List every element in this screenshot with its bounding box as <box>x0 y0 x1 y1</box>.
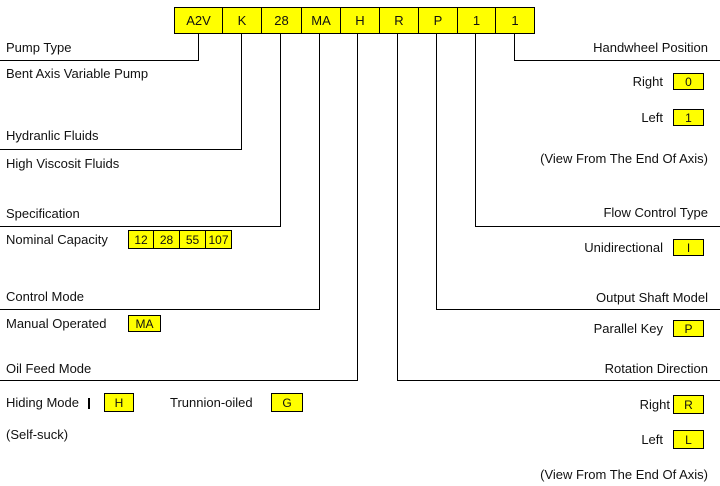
handwheel-note: (View From The End Of Axis) <box>540 151 708 166</box>
capacity-option: 12 <box>129 231 154 248</box>
oil-opt1-code-box: H <box>104 393 134 412</box>
code-shaft: P <box>419 8 458 33</box>
rotation-left-code: L <box>673 430 704 449</box>
connector-oil-v <box>357 33 358 380</box>
oil-opt2-code-box: G <box>271 393 303 412</box>
control-value: Manual Operated <box>6 316 107 331</box>
capacity-options: 12 28 55 107 <box>128 230 232 249</box>
code-handwheel: 1 <box>496 8 534 33</box>
connector-rotation-h <box>397 380 720 381</box>
handwheel-left-code: 1 <box>673 109 704 126</box>
code-rotation: R <box>380 8 419 33</box>
oil-opt1-note: (Self-suck) <box>6 427 69 442</box>
shaft-code: P <box>673 320 704 337</box>
connector-fluids-v <box>241 33 242 149</box>
connector-pump-type-h <box>0 60 199 61</box>
connector-fluids-h <box>0 149 242 150</box>
connector-shaft-v <box>436 33 437 309</box>
control-code-box: MA <box>128 315 161 332</box>
cursor-mark <box>88 398 90 409</box>
code-fluids: K <box>223 8 262 33</box>
rotation-right: Right <box>639 397 670 412</box>
rotation-note: (View From The End Of Axis) <box>540 467 708 482</box>
capacity-option: 107 <box>206 231 231 248</box>
oil-opt2: Trunnion-oiled <box>170 395 253 410</box>
connector-rotation-v <box>397 33 398 380</box>
code-pump-type: A2V <box>175 8 223 33</box>
connector-handwheel-h <box>514 60 720 61</box>
connector-oil-h <box>0 380 358 381</box>
connector-flow-h <box>475 226 720 227</box>
code-flow: 1 <box>458 8 496 33</box>
flow-code: I <box>673 239 704 256</box>
model-code-row: A2V K 28 MA H R P 1 1 <box>174 7 535 34</box>
handwheel-right: Right <box>632 74 663 89</box>
fluids-value: High Viscosit Fluids <box>6 156 120 171</box>
connector-shaft-h <box>436 309 720 310</box>
rotation-label: Rotation Direction <box>604 361 708 376</box>
rotation-left: Left <box>641 432 663 447</box>
handwheel-label: Handwheel Position <box>593 40 708 55</box>
shaft-value: Parallel Key <box>593 321 663 336</box>
connector-spec-h <box>0 226 281 227</box>
pump-type-value: Bent Axis Variable Pump <box>6 66 149 81</box>
flow-label: Flow Control Type <box>603 205 708 220</box>
connector-flow-v <box>475 33 476 226</box>
oil-label: Oil Feed Mode <box>6 361 92 376</box>
pump-type-label: Pump Type <box>6 40 72 55</box>
flow-value: Unidirectional <box>584 240 663 255</box>
connector-control-v <box>319 33 320 309</box>
spec-label: Specification <box>6 206 80 221</box>
capacity-option: 28 <box>154 231 180 248</box>
connector-handwheel-v <box>514 33 515 60</box>
connector-spec-v <box>280 33 281 226</box>
spec-value: Nominal Capacity <box>6 232 108 247</box>
control-label: Control Mode <box>6 289 85 304</box>
handwheel-right-code: 0 <box>673 73 704 90</box>
code-spec: 28 <box>262 8 302 33</box>
fluids-label: Hydranlic Fluids <box>6 128 99 143</box>
handwheel-left: Left <box>641 110 663 125</box>
shaft-label: Output Shaft Model <box>595 290 708 305</box>
code-control: MA <box>302 8 341 33</box>
connector-pump-type-v <box>198 33 199 60</box>
oil-opt1: Hiding Mode <box>6 395 79 410</box>
code-oil-feed: H <box>341 8 380 33</box>
rotation-right-code: R <box>673 395 704 414</box>
capacity-option: 55 <box>180 231 206 248</box>
connector-control-h <box>0 309 320 310</box>
